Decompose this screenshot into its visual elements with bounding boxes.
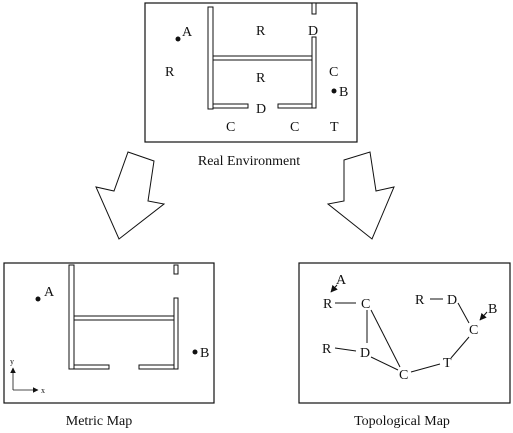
point-b-dot: [331, 88, 337, 94]
metric-map-frame: [3, 262, 215, 404]
edge-r2-d1: [334, 347, 357, 352]
metric-map-panel: A B y x Metric Map: [3, 262, 215, 429]
coordinate-axes: y x: [10, 357, 45, 395]
edge-d2-c3: [457, 302, 470, 324]
metric-map-walls: [68, 264, 179, 370]
topological-nodes: A B R C R D C T C R D: [322, 273, 497, 383]
pointer-a-arrow: [330, 284, 338, 293]
door-top-label: D: [308, 24, 318, 39]
point-a-label: A: [182, 25, 193, 40]
node-d1: D: [360, 346, 370, 361]
transition-arrows: [95, 151, 395, 240]
edge-c2-t: [410, 363, 441, 373]
real-environment-frame: [144, 2, 358, 143]
arrow-to-topological-map: [326, 151, 395, 240]
real-environment-walls: [207, 2, 317, 110]
room-top-label: R: [256, 24, 266, 39]
axis-x-label: x: [41, 386, 45, 395]
node-c2: C: [399, 368, 408, 383]
real-environment-caption: Real Environment: [198, 154, 300, 169]
corridor-bottom-left-label: C: [226, 120, 235, 135]
topological-edges: [330, 284, 488, 373]
node-t: T: [443, 356, 452, 371]
point-b-dot: [192, 349, 198, 355]
node-r2: R: [322, 342, 332, 357]
point-a-label: A: [44, 285, 55, 300]
topological-map-panel: A B R C R D C T C R D Topological Map: [298, 262, 511, 429]
node-c3: C: [469, 323, 478, 338]
junction-label: T: [330, 120, 339, 135]
metric-map-caption: Metric Map: [66, 414, 132, 429]
door-bottom-label: D: [256, 102, 266, 117]
topological-map-frame: [298, 262, 511, 404]
edge-c1-c2: [370, 309, 401, 368]
node-r3: R: [415, 293, 425, 308]
corridor-bottom-right-label: C: [290, 120, 299, 135]
node-c1: C: [361, 297, 370, 312]
edge-t-c3: [450, 336, 470, 359]
topological-map-caption: Topological Map: [354, 414, 450, 429]
node-r1: R: [323, 297, 333, 312]
point-b-label: B: [339, 85, 348, 100]
edge-d1-c2: [370, 356, 399, 371]
room-middle-label: R: [256, 71, 266, 86]
corridor-right-label: C: [329, 65, 338, 80]
pointer-b-label: B: [488, 302, 497, 317]
point-b-label: B: [200, 346, 209, 361]
point-a-dot: [35, 296, 41, 302]
pointer-b-arrow: [479, 311, 488, 321]
axis-y-label: y: [10, 357, 14, 366]
real-environment-panel: A B R R R D D C C C T Real Environment: [144, 2, 358, 169]
point-a-dot: [175, 36, 181, 42]
pointer-a-label: A: [336, 273, 347, 288]
room-left-label: R: [165, 65, 175, 80]
arrow-to-metric-map: [95, 151, 166, 240]
node-d2: D: [447, 293, 457, 308]
